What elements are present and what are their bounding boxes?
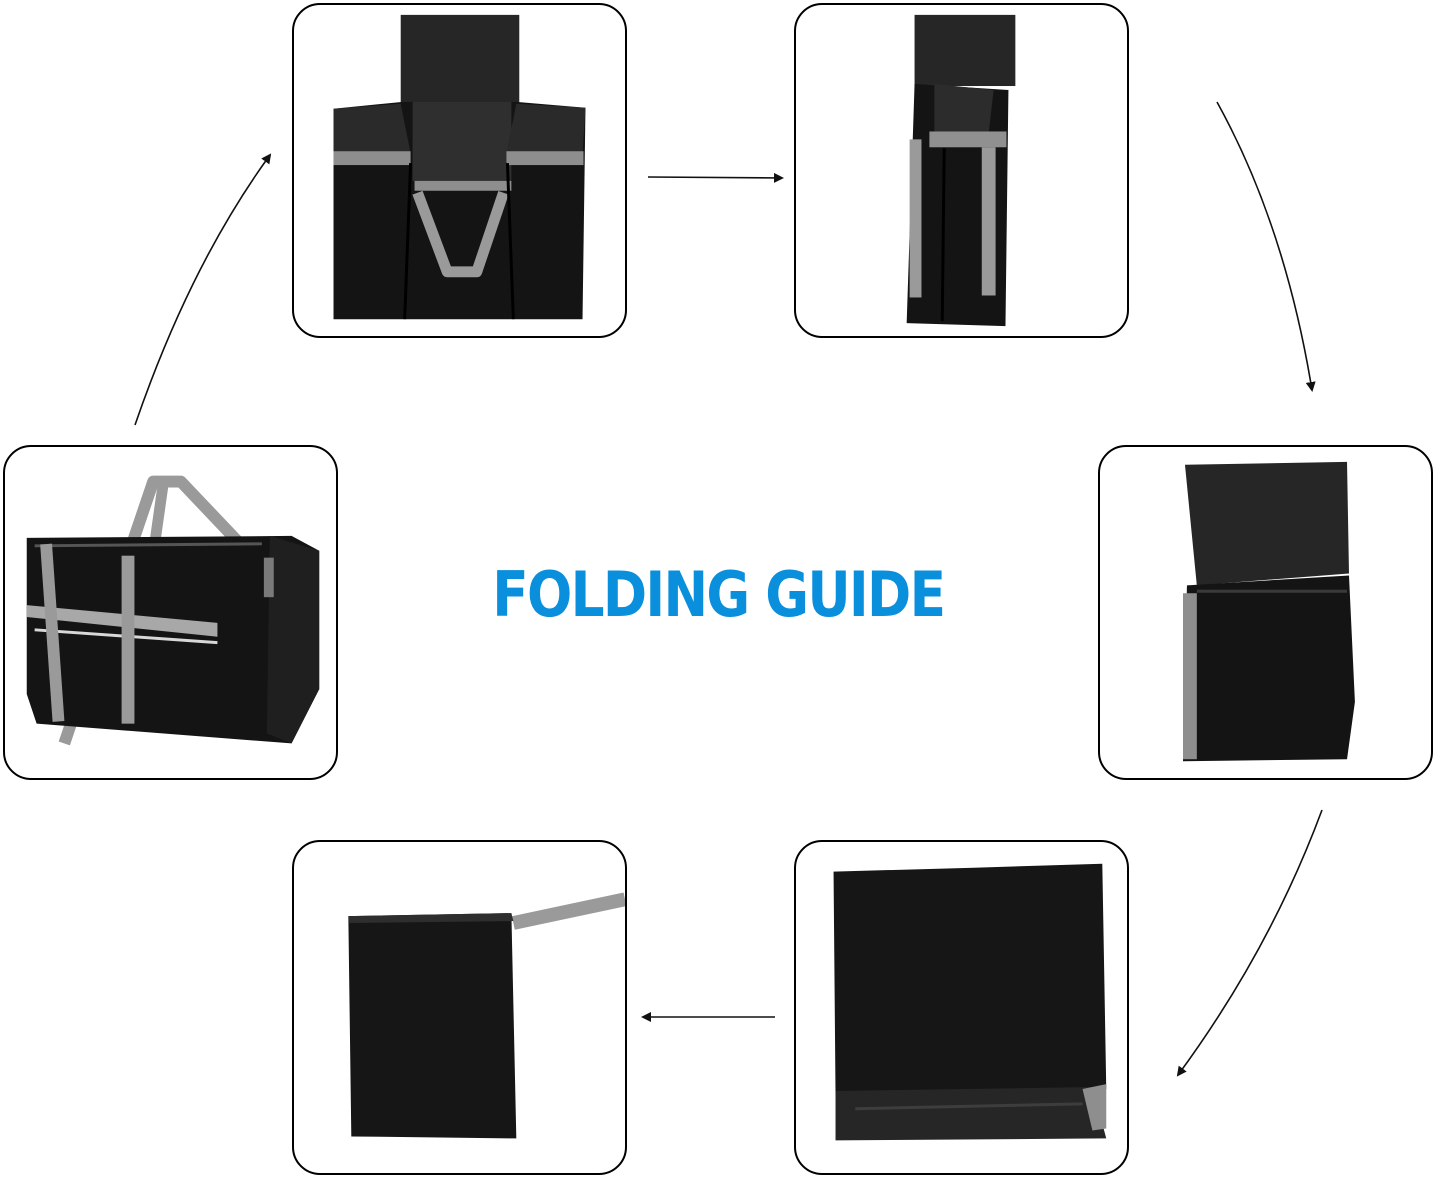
arrow-step-3-to-4: [1216, 101, 1316, 392]
duffel-bag-image: [26, 475, 320, 746]
step-2-panel: [292, 3, 627, 338]
packed-pouch-image: [348, 892, 625, 1139]
bag-opened-image: [333, 14, 586, 320]
step-3-panel: [794, 3, 1129, 338]
folded-strip-image: [906, 14, 1016, 327]
folded-square-image: [833, 863, 1107, 1141]
half-folded-image: [1182, 461, 1355, 762]
step-1-panel: [3, 445, 338, 780]
arrow-step-2-to-3: [647, 172, 784, 183]
arrow-step-4-to-5: [1176, 809, 1323, 1077]
arrow-step-1-to-2: [134, 153, 272, 426]
page-title: FOLDING GUIDE: [492, 558, 946, 631]
step-5-panel: [794, 840, 1129, 1175]
step-6-panel: [292, 840, 627, 1175]
step-4-panel: [1098, 445, 1433, 780]
